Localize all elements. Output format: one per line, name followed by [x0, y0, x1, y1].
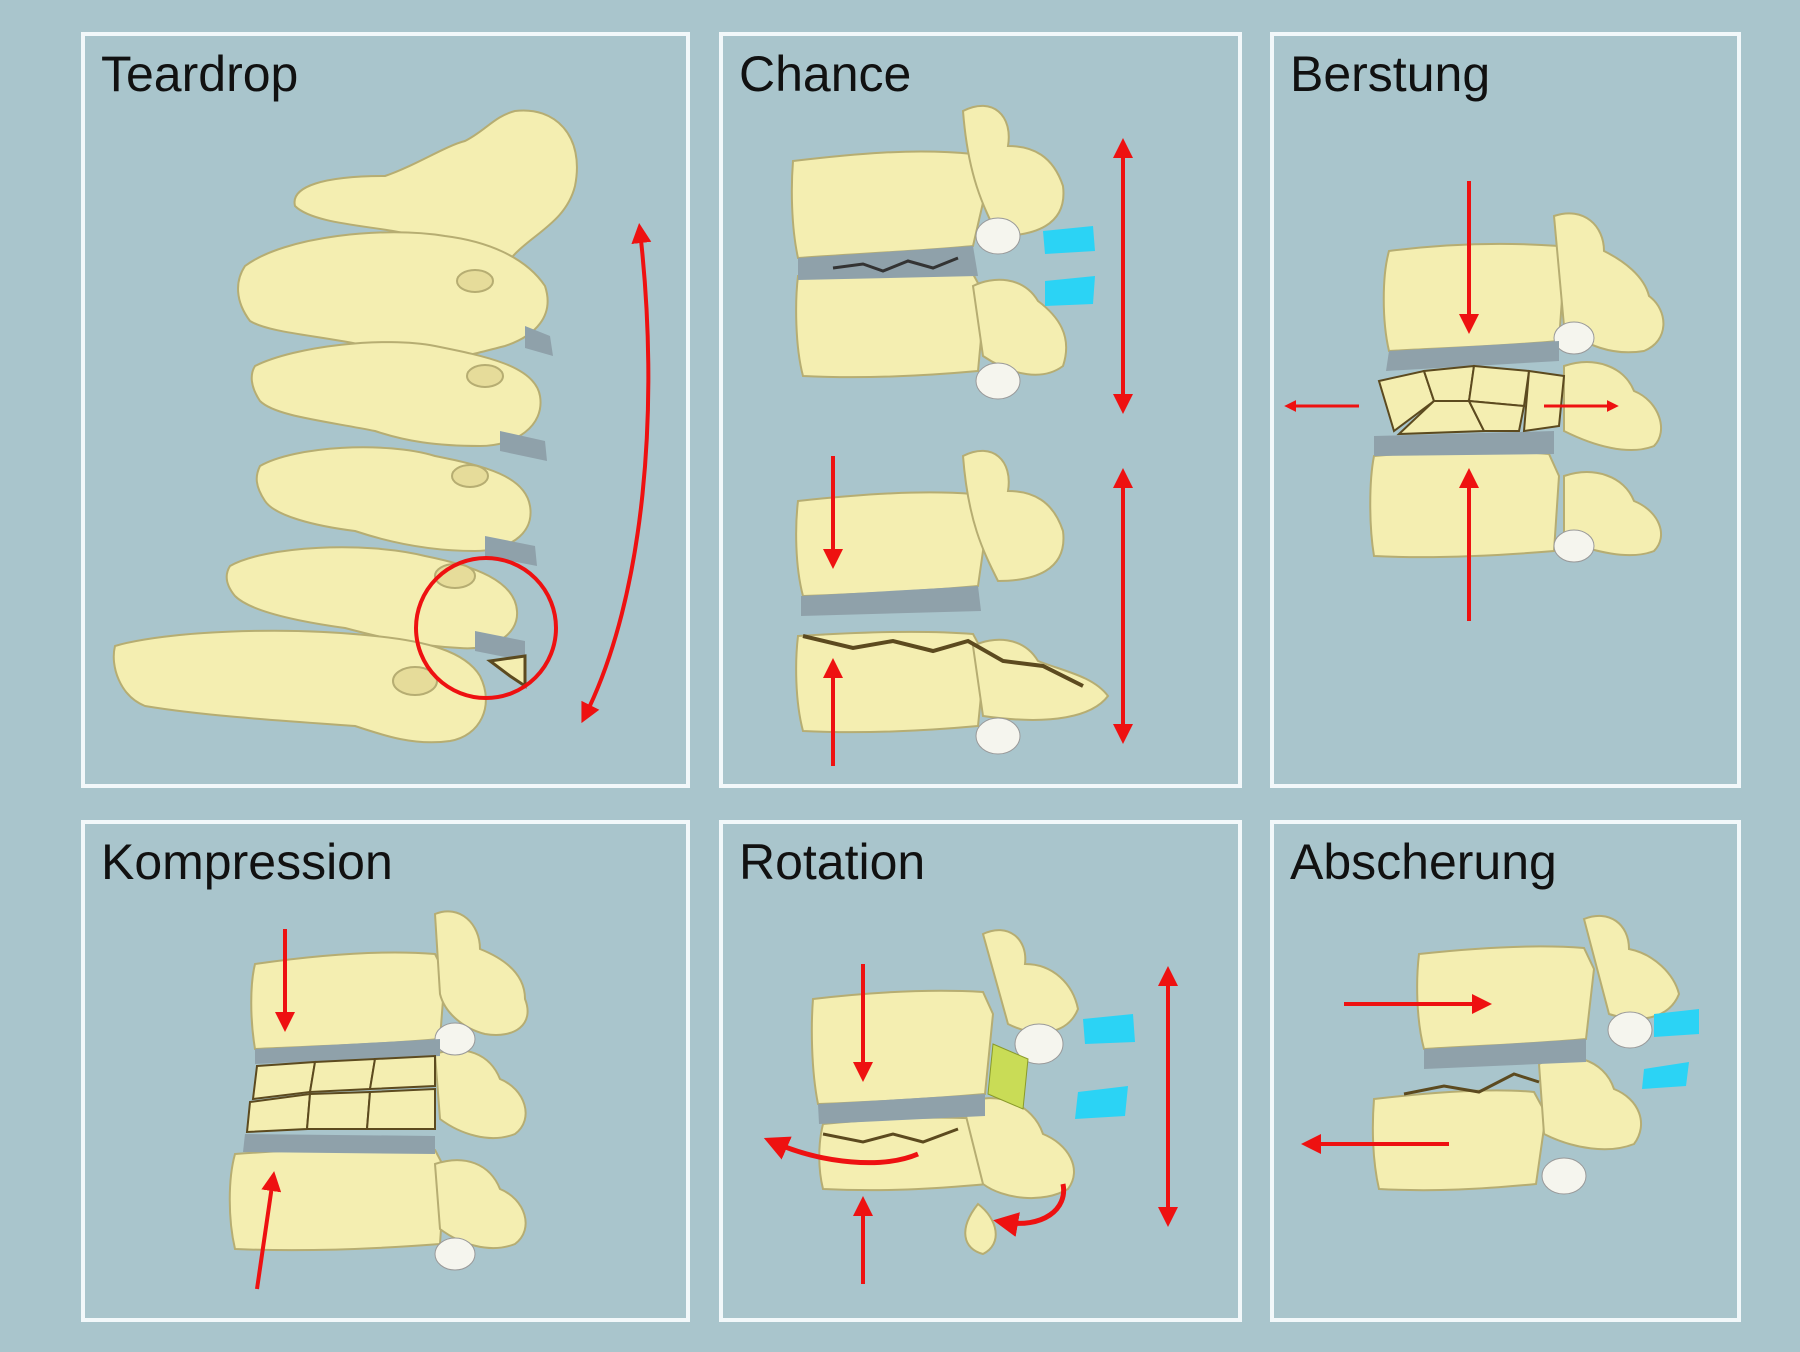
chance-upper-disc [798, 246, 978, 280]
abscherung-process-mid [1537, 1056, 1643, 1151]
berstung-illustration [1284, 181, 1665, 621]
chance-lower-fracture [802, 634, 1084, 688]
panel-teardrop: Teardrop [81, 32, 690, 788]
kompression-foramen-2 [434, 1237, 476, 1271]
berstung-disc-lower [1374, 431, 1554, 456]
panel-title-abscherung: Abscherung [1290, 834, 1557, 890]
kompression-process-top [433, 910, 529, 1036]
disc-1 [525, 326, 553, 356]
disc-2 [500, 431, 547, 461]
berstung-upper-body [1382, 242, 1566, 353]
kompression-process-bot [433, 1159, 527, 1250]
chance-lower-foramen [975, 717, 1021, 755]
abscherung-disc [1424, 1039, 1586, 1069]
chance-lower-disc [801, 586, 981, 616]
berstung-lower-body [1369, 450, 1561, 559]
vertebra-c2 [237, 231, 549, 362]
chance-upper-process-1 [961, 105, 1065, 238]
rotation-fracture [822, 1127, 959, 1144]
berstung-foramen-1 [1553, 321, 1595, 355]
chance-illustration [790, 105, 1133, 766]
highlight-circle [414, 556, 558, 700]
teardrop-fragment [486, 654, 527, 689]
abscherung-foramen-2 [1541, 1157, 1587, 1195]
panel-title-rotation: Rotation [739, 834, 926, 890]
rotation-process-bot [964, 1202, 997, 1256]
kompression-disc-lower [243, 1134, 435, 1154]
vertebra-c6 [112, 629, 487, 744]
panel-chance: Chance [719, 32, 1242, 788]
panel-title-kompression: Kompression [101, 834, 393, 890]
panel-kompression: Kompression [81, 820, 690, 1322]
chance-upper-ligament-2 [1045, 276, 1095, 306]
panel-berstung: Berstung [1270, 32, 1741, 788]
chance-lower-body-2 [795, 630, 987, 734]
chance-lower-process-1 [961, 450, 1065, 583]
abscherung-fracture [1403, 1072, 1540, 1096]
panel-rotation: Rotation [719, 820, 1242, 1322]
abscherung-ligament-2 [1642, 1062, 1689, 1089]
berstung-process-top [1552, 212, 1665, 354]
rotation-upper-body [810, 989, 995, 1106]
chance-upper-body-1 [790, 150, 990, 260]
rotation-foramen [1014, 1023, 1064, 1065]
kompression-process-mid [433, 1049, 527, 1140]
disc-4 [475, 631, 525, 661]
abscherung-lower-body [1371, 1089, 1548, 1192]
kompression-wedge-fragments [245, 1054, 436, 1134]
kompression-illustration [228, 910, 529, 1290]
panel-title-chance: Chance [739, 46, 912, 102]
kompression-upper-body [250, 951, 447, 1051]
rotation-ligament-1 [1083, 1014, 1135, 1044]
rotation-illustration [763, 929, 1178, 1284]
kompression-foramen-1 [434, 1022, 476, 1056]
teardrop-illustration [112, 109, 652, 744]
chance-upper-process-2 [971, 278, 1068, 376]
berstung-foramen-2 [1553, 529, 1595, 563]
vertebra-c1 [293, 109, 578, 271]
chance-upper-fracture [832, 256, 959, 273]
rotation-disc [818, 1094, 985, 1124]
abscherung-process-top [1582, 914, 1681, 1020]
rotation-ligament-2 [1075, 1086, 1128, 1119]
chance-lower-process-2 [971, 638, 1110, 721]
rotation-facet [987, 1043, 1029, 1110]
abscherung-illustration [1301, 914, 1699, 1195]
kompression-lower-body [228, 1147, 447, 1252]
panel-title-berstung: Berstung [1290, 46, 1491, 102]
rotation-curved-arrow-right-icon [993, 1183, 1067, 1237]
chance-upper-body-2 [795, 270, 987, 379]
kompression-up-arrow-icon [255, 1171, 282, 1290]
abscherung-upper-body [1416, 945, 1596, 1051]
panel-abscherung: Abscherung [1270, 820, 1741, 1322]
chance-upper-ligament-1 [1043, 226, 1095, 254]
vertebra-c3 [250, 341, 542, 448]
panel-title-teardrop: Teardrop [101, 46, 299, 102]
chance-upper-foramen-2 [975, 362, 1021, 400]
curved-arrow-icon [581, 223, 652, 724]
berstung-disc-upper [1386, 341, 1559, 371]
chance-lower-body-1 [795, 491, 990, 598]
rotation-curved-arrow-left-icon [763, 1136, 919, 1166]
abscherung-ligament-1 [1654, 1009, 1699, 1037]
abscherung-foramen-1 [1607, 1011, 1653, 1049]
chance-upper-foramen-1 [975, 217, 1021, 255]
rotation-process-top [981, 929, 1080, 1034]
vertebra-c4 [255, 446, 532, 553]
berstung-burst-fragments [1377, 364, 1566, 436]
